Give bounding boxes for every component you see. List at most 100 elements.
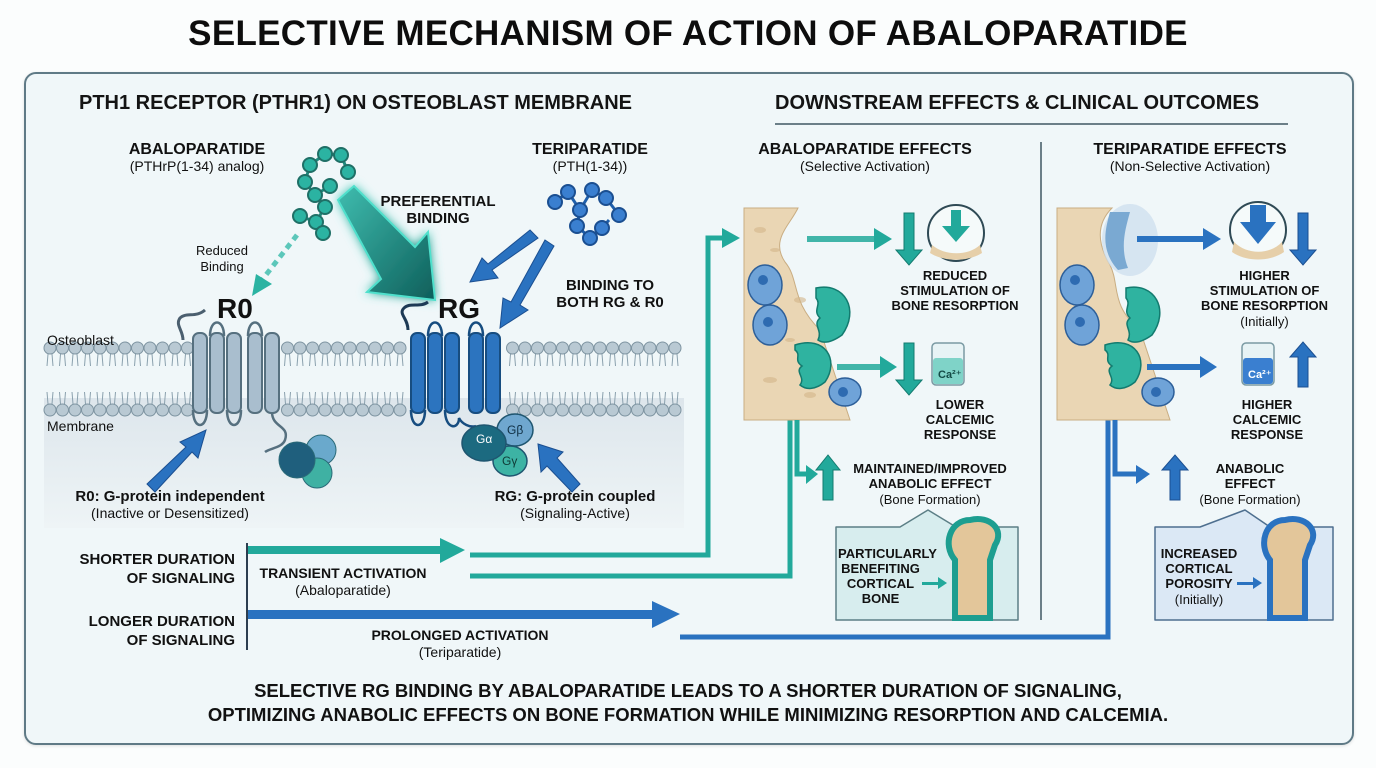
diagram-graphics [146, 146, 680, 650]
lipid-tail [71, 353, 79, 367]
teri-calcemic-line: CALCEMIC [1232, 412, 1302, 427]
abalo-cortical-bone-callout [835, 509, 1019, 621]
lipid-tail [584, 353, 591, 367]
lipid-tail [521, 391, 529, 405]
rg-desc-sub: (Signaling-Active) [520, 505, 630, 521]
reduced-binding-line: Reduced [195, 243, 249, 258]
binding-both-label: BINDING TO BOTH RG & R0 [540, 277, 680, 311]
prolonged-activation-arrow-icon [248, 601, 680, 628]
lipid-tail [159, 353, 166, 367]
teri-beaker-icon [1241, 342, 1275, 386]
longer-duration-line: LONGER DURATION [88, 613, 235, 630]
binding-both-line: BINDING TO [565, 277, 655, 294]
abalo-anabolic-text: MAINTAINED/IMPROVED ANABOLIC EFFECT (Bon… [840, 461, 1020, 508]
lipid-tail [309, 353, 316, 367]
abalo-bone-note-line: PARTICULARLY [838, 546, 937, 561]
lipid-tail [634, 391, 641, 405]
teri-bone-note-line: POROSITY [1165, 576, 1233, 591]
cytoplasm-region [44, 398, 684, 528]
lipid-tail [321, 353, 329, 367]
teri-bone-tissue-icon [1056, 204, 1175, 421]
teri-resorption-line: BONE RESORPTION [1200, 298, 1329, 313]
lipid-tail [534, 353, 541, 367]
lipid-tail [84, 353, 91, 367]
lipid-tail [321, 391, 329, 405]
lipid-tail [334, 391, 341, 405]
column-divider [1040, 142, 1042, 620]
teri-effects-title: TERIPARATIDE EFFECTS [1093, 141, 1287, 158]
lipid-tail [46, 391, 54, 405]
abalo-bone-note-line: CORTICAL [846, 576, 915, 591]
teri-bone-note: INCREASED CORTICAL POROSITY (Initially) [1158, 546, 1240, 608]
longer-duration-label: LONGER DURATION OF SIGNALING [60, 612, 235, 650]
lipid-tail [634, 353, 641, 367]
lipid-tail [359, 391, 366, 405]
teri-calcemic-line: HIGHER [1241, 397, 1293, 412]
abalo-anabolic-arrow-icon [794, 420, 818, 484]
g-protein-coupled-icon [461, 413, 534, 477]
lipid-tail [159, 391, 166, 405]
teri-calcium-label: Ca²⁺ [1248, 369, 1272, 381]
beaker-icon [931, 342, 965, 386]
page-title: SELECTIVE MECHANISM OF ACTION OF ABALOPA… [188, 14, 1188, 53]
teri-resorption-pit-icon [1229, 201, 1287, 260]
abalo-calcemic-line: LOWER [935, 397, 985, 412]
preferential-binding-label: PREFERENTIAL BINDING [368, 193, 508, 227]
lipid-tail [146, 391, 154, 405]
lipid-tail [659, 353, 666, 367]
r0-receptor-icon [176, 308, 288, 454]
lipid-tail [521, 353, 529, 367]
lipid-tail [134, 391, 141, 405]
rg-description: RG: G-protein coupled (Signaling-Active) [470, 488, 680, 522]
preferential-binding-arrow-icon [336, 184, 437, 302]
r0-desc-title: R0: G-protein independent [75, 488, 265, 505]
preferential-binding-line: BINDING [406, 210, 470, 227]
abaloparatide-label: ABALOPARATIDE (PTHrP(1-34) analog) [112, 141, 282, 175]
resorption-down-arrow-icon [894, 212, 924, 266]
lipid-tail [284, 353, 291, 367]
teriparatide-molecule-icon [547, 182, 627, 246]
abaloparatide-effects-header: ABALOPARATIDE EFFECTS (Selective Activat… [750, 141, 980, 175]
abalo-calcemic-line: RESPONSE [923, 427, 997, 442]
lipid-tail [334, 353, 341, 367]
lipid-tail [384, 353, 391, 367]
lipid-tail [559, 391, 566, 405]
lipid-tail [121, 391, 129, 405]
teri-calcemic-up-arrow-icon [1288, 341, 1318, 388]
abalo-calcemic-text: LOWER CALCEMIC RESPONSE [905, 397, 1015, 442]
transient-activation-arrow-icon [248, 538, 465, 563]
summary-footer: SELECTIVE RG BINDING BY ABALOPARATIDE LE… [0, 679, 1376, 727]
lipid-tail [671, 353, 679, 367]
receptor-section-heading: PTH1 RECEPTOR (PTHR1) ON OSTEOBLAST MEMB… [79, 92, 632, 114]
lipid-tail [546, 391, 554, 405]
lipid-tail [621, 391, 629, 405]
g-protein-free-icon [278, 434, 337, 489]
shorter-duration-line: SHORTER DURATION [79, 551, 235, 568]
summary-line: OPTIMIZING ANABOLIC EFFECTS ON BONE FORM… [207, 704, 1169, 725]
lipid-tail [659, 391, 666, 405]
transient-activation-label: TRANSIENT ACTIVATION (Abaloparatide) [248, 565, 438, 599]
teri-anabolic-line: ANABOLIC [1215, 461, 1285, 476]
lipid-tail [546, 353, 554, 367]
lipid-tail [509, 353, 516, 367]
lipid-tail [596, 353, 604, 367]
reduced-binding-label: Reduced Binding [182, 243, 262, 275]
abalo-bone-tissue-icon [743, 207, 862, 421]
lipid-tail [84, 391, 91, 405]
lipid-tail [371, 353, 379, 367]
summary-line: SELECTIVE RG BINDING BY ABALOPARATIDE LE… [254, 680, 1122, 701]
abalo-anabolic-line: MAINTAINED/IMPROVED [853, 461, 1007, 476]
membrane-label-top: Osteoblast [47, 332, 114, 348]
downstream-section-heading: DOWNSTREAM EFFECTS & CLINICAL OUTCOMES [775, 92, 1260, 114]
preferential-binding-line: PREFERENTIAL [380, 193, 496, 210]
lipid-tail [571, 391, 579, 405]
reduced-binding-arrow-icon [252, 233, 299, 296]
teri-calcemic-arrow-icon [1147, 356, 1217, 378]
rg-desc-title: RG: G-protein coupled [494, 488, 656, 505]
teri-bone-note-line: INCREASED [1160, 546, 1238, 561]
lipid-tail [96, 391, 104, 405]
lipid-tail [296, 353, 304, 367]
lipid-tail [309, 391, 316, 405]
lipid-tail [609, 353, 616, 367]
